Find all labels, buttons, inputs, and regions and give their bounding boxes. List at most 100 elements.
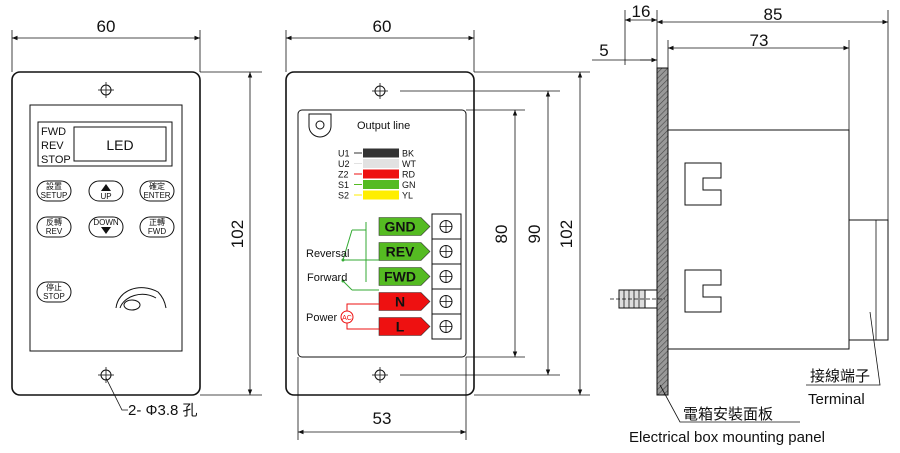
back-screw-hole-bottom bbox=[372, 367, 388, 383]
terminal-label: N bbox=[395, 294, 405, 310]
panel-cn-label: 電箱安裝面板 bbox=[683, 405, 773, 423]
terminal-arrow bbox=[378, 242, 431, 261]
svg-text:UP: UP bbox=[100, 192, 111, 201]
wire-color-name: WT bbox=[402, 159, 416, 169]
status-rev: REV bbox=[41, 140, 64, 152]
terminal-rev: REV bbox=[378, 238, 461, 261]
wire-swatch bbox=[363, 148, 399, 158]
forward-label: Forward bbox=[307, 272, 347, 284]
back-housing bbox=[285, 71, 475, 396]
dim-85: 85 bbox=[764, 5, 783, 24]
wire-row-s2: S2 YL bbox=[338, 190, 413, 201]
dim-5: 5 bbox=[599, 41, 608, 60]
svg-text:反轉: 反轉 bbox=[46, 217, 62, 227]
wire-row-u2: U2 WT bbox=[338, 159, 416, 169]
terminal-l: L bbox=[378, 313, 461, 336]
terminal-arrow bbox=[378, 317, 431, 336]
wire-code: S2 bbox=[338, 191, 349, 201]
down-arrow-icon bbox=[101, 227, 111, 234]
svg-text:ENTER: ENTER bbox=[143, 191, 170, 200]
svg-text:DOWN: DOWN bbox=[93, 218, 119, 227]
dim-102: 102 bbox=[557, 220, 576, 248]
dim-90: 90 bbox=[525, 225, 544, 244]
terminal-label: REV bbox=[386, 244, 415, 260]
terminal-rows: GND REV FWD NL bbox=[378, 217, 461, 336]
up-arrow-icon bbox=[101, 184, 111, 191]
ac-label: AC bbox=[342, 315, 352, 322]
wire-color-name: YL bbox=[402, 191, 413, 201]
terminal-arrow bbox=[378, 217, 431, 236]
back-bottom-width-dim: 53 bbox=[373, 409, 392, 428]
terminal-cn-label: 接線端子 bbox=[810, 368, 870, 385]
svg-text:停止: 停止 bbox=[46, 282, 62, 292]
setup-key[interactable]: 設置 SETUP bbox=[36, 180, 72, 202]
display-frame bbox=[37, 121, 173, 167]
led-label: LED bbox=[106, 137, 133, 153]
led-display bbox=[73, 126, 167, 162]
terminal-gnd: GND bbox=[378, 217, 453, 236]
ground-screw-icon bbox=[308, 113, 332, 138]
up-key[interactable]: UP bbox=[88, 180, 124, 202]
terminal-n: N bbox=[378, 288, 461, 311]
front-panel bbox=[29, 104, 183, 352]
wire-swatch bbox=[363, 169, 399, 179]
screw-hole-bottom bbox=[98, 367, 114, 383]
dim-73: 73 bbox=[750, 31, 769, 50]
power-label: Power bbox=[306, 312, 338, 324]
back-panel bbox=[297, 109, 467, 358]
terminal-label: L bbox=[396, 319, 405, 335]
wire-code: U2 bbox=[338, 159, 350, 169]
svg-text:REV: REV bbox=[46, 227, 63, 236]
output-line-title: Output line bbox=[357, 120, 410, 132]
panel-en-label: Electrical box mounting panel bbox=[629, 429, 825, 446]
wire-row-z2: Z2 RD bbox=[338, 169, 415, 180]
fwd-key[interactable]: 正轉 FWD bbox=[139, 216, 175, 238]
terminal-block bbox=[431, 213, 462, 340]
speed-knob-icon[interactable] bbox=[115, 287, 167, 311]
reversal-label: Reversal bbox=[306, 248, 349, 260]
wire-code: Z2 bbox=[338, 170, 349, 180]
svg-text:正轉: 正轉 bbox=[149, 217, 165, 227]
terminal-en-label: Terminal bbox=[808, 391, 865, 408]
svg-text:STOP: STOP bbox=[43, 292, 65, 301]
terminal-label: GND bbox=[384, 219, 415, 235]
wire-swatch bbox=[363, 180, 399, 189]
wire-code: U1 bbox=[338, 149, 350, 159]
svg-text:FWD: FWD bbox=[148, 227, 166, 236]
status-fwd: FWD bbox=[41, 126, 66, 138]
terminal-arrow bbox=[378, 267, 431, 286]
wire-color-name: RD bbox=[402, 170, 415, 180]
back-view: 60 53 80 90 102 bbox=[285, 17, 590, 440]
back-screw-hole-top bbox=[372, 83, 388, 99]
wire-row-s1: S1 GN bbox=[338, 180, 416, 190]
terminal-fwd: FWD bbox=[378, 263, 461, 286]
dim-80: 80 bbox=[492, 225, 511, 244]
mounting-panel bbox=[656, 67, 669, 396]
side-view: 16 85 73 5 接線端子 Terminal bbox=[592, 2, 889, 446]
front-view: 60 102 2- Φ3.8 孔 FWD REV STOP LED bbox=[11, 17, 262, 419]
front-housing bbox=[11, 71, 201, 396]
svg-text:設置: 設置 bbox=[46, 181, 62, 191]
rev-key[interactable]: 反轉 REV bbox=[36, 216, 72, 238]
terminal-arrow bbox=[378, 292, 431, 311]
svg-text:SETUP: SETUP bbox=[41, 191, 68, 200]
back-width-dim: 60 bbox=[373, 17, 392, 36]
clip-bottom bbox=[684, 269, 722, 313]
clip-top bbox=[684, 162, 722, 206]
dim-16: 16 bbox=[632, 2, 651, 21]
wire-swatch bbox=[363, 190, 399, 200]
stop-key[interactable]: 停止 STOP bbox=[36, 281, 72, 303]
enter-key[interactable]: 確定 ENTER bbox=[139, 180, 175, 202]
front-width-dim: 60 bbox=[97, 17, 116, 36]
screw-hole-top bbox=[98, 82, 114, 98]
down-key[interactable]: DOWN bbox=[88, 216, 124, 238]
hole-callout: 2- Φ3.8 孔 bbox=[128, 402, 198, 419]
status-stop: STOP bbox=[41, 154, 71, 166]
terminal-label: FWD bbox=[384, 269, 416, 285]
wire-color-name: GN bbox=[402, 180, 416, 190]
wire-code: S1 bbox=[338, 180, 349, 190]
